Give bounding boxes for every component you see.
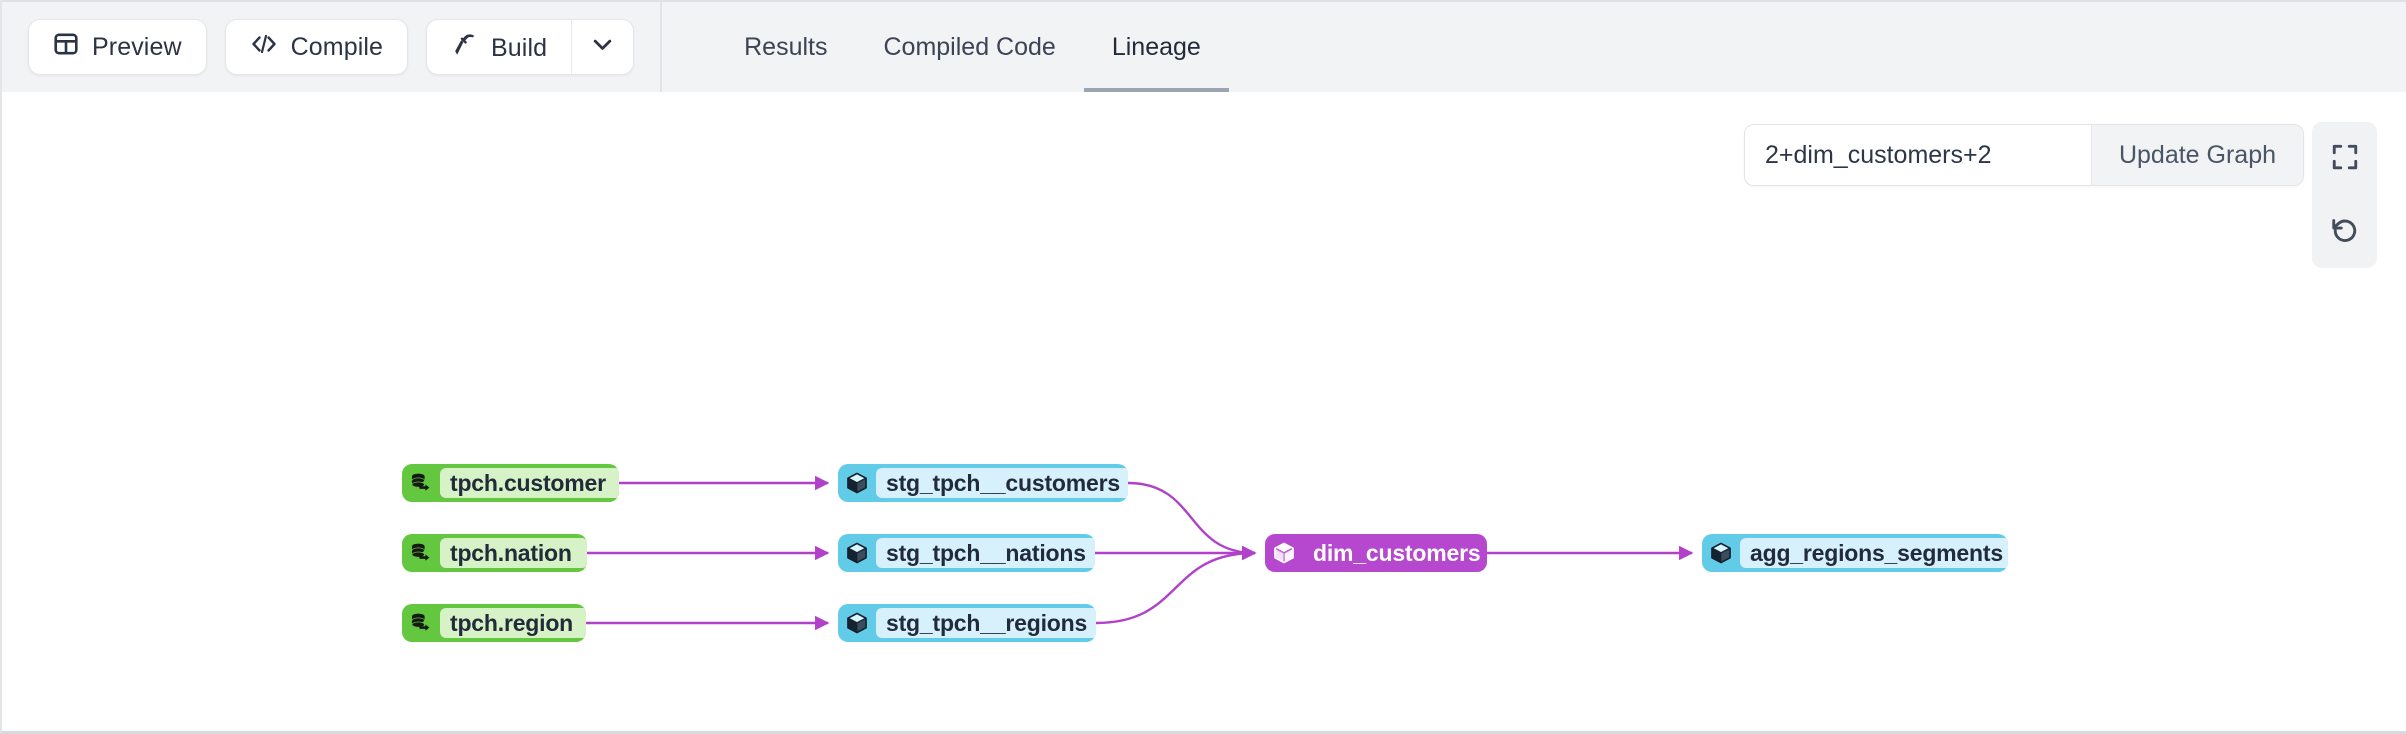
lineage-node-src_customer[interactable]: tpch.customer [402, 464, 619, 502]
build-split-button: Build [426, 19, 635, 76]
lineage-node-label: tpch.nation [440, 538, 587, 568]
tab-bar: Results Compiled Code Lineage [662, 2, 1229, 92]
lineage-selector-input[interactable] [1745, 125, 2091, 185]
lineage-node-src_nation[interactable]: tpch.nation [402, 534, 587, 572]
reset-icon [2330, 216, 2360, 251]
database-icon [402, 604, 440, 642]
preview-button[interactable]: Preview [28, 19, 207, 75]
lineage-node-label: stg_tpch__nations [876, 538, 1095, 568]
lineage-canvas[interactable]: Update Graph [2, 92, 2406, 731]
lineage-node-stg_nations[interactable]: stg_tpch__nations [838, 534, 1095, 572]
lineage-node-src_region[interactable]: tpch.region [402, 604, 586, 642]
cube-icon [1265, 534, 1303, 572]
chevron-down-icon [589, 31, 616, 63]
action-button-group: Preview Compile [2, 19, 635, 76]
lineage-edge-stg_customers-to-dim_customers [1127, 481, 1257, 561]
lineage-edges [586, 475, 1694, 631]
code-icon [250, 31, 278, 64]
toolbar: Preview Compile [2, 0, 2406, 92]
cube-icon [838, 534, 876, 572]
lineage-node-label: stg_tpch__regions [876, 608, 1096, 638]
graph-controls: Update Graph [1744, 124, 2304, 186]
cube-icon [838, 464, 876, 502]
database-icon [402, 464, 440, 502]
lineage-edge-stg_regions-to-dim_customers [1095, 545, 1257, 625]
update-graph-button[interactable]: Update Graph [2091, 125, 2303, 185]
build-dropdown-button[interactable] [571, 20, 633, 74]
table-icon [53, 31, 79, 64]
tab-compiled-code[interactable]: Compiled Code [856, 2, 1084, 92]
graph-tool-panel [2312, 122, 2377, 268]
lineage-node-label: agg_regions_segments [1740, 538, 2008, 568]
lineage-node-label: stg_tpch__customers [876, 468, 1128, 498]
preview-button-label: Preview [92, 32, 182, 61]
lineage-node-stg_customers[interactable]: stg_tpch__customers [838, 464, 1128, 502]
lineage-node-label: tpch.customer [440, 468, 619, 498]
lineage-node-label: dim_customers [1313, 539, 1481, 566]
tab-lineage-label: Lineage [1111, 32, 1201, 61]
tab-results[interactable]: Results [716, 2, 855, 92]
hammer-icon [451, 32, 478, 65]
tab-compiled-code-label: Compiled Code [883, 32, 1056, 61]
lineage-graph[interactable]: tpch.customer tpch.nation tpch.region st… [2, 92, 2406, 731]
toolbar-divider [660, 2, 663, 92]
database-icon [402, 534, 440, 572]
lineage-node-agg_regions[interactable]: agg_regions_segments [1702, 534, 2008, 572]
lineage-node-stg_regions[interactable]: stg_tpch__regions [838, 604, 1096, 642]
lineage-node-dim_customers[interactable]: dim_customers [1265, 534, 1487, 572]
tab-lineage[interactable]: Lineage [1083, 2, 1229, 92]
compile-button[interactable]: Compile [224, 19, 409, 75]
reset-graph-button[interactable] [2322, 210, 2368, 256]
cube-icon [1702, 534, 1740, 572]
tab-results-label: Results [744, 32, 828, 61]
build-button[interactable]: Build [427, 20, 571, 76]
build-button-label: Build [491, 33, 548, 62]
compile-button-label: Compile [290, 32, 384, 61]
lineage-node-label: tpch.region [440, 608, 586, 638]
cube-icon [838, 604, 876, 642]
fullscreen-icon [2330, 142, 2360, 177]
fullscreen-button[interactable] [2322, 136, 2368, 182]
